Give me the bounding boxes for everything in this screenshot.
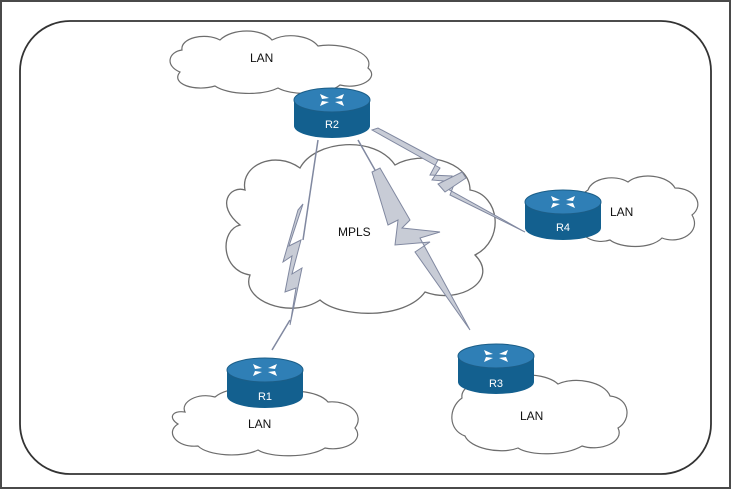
link-r2-r3 [357, 139, 471, 331]
lan-label-r4: LAN [610, 205, 633, 219]
lan-cloud-r2 [169, 30, 373, 95]
router-label-r1: R1 [258, 391, 272, 403]
link-r2-r4 [370, 127, 526, 233]
router-label-r4: R4 [556, 222, 570, 234]
router-r2: R2 [293, 87, 371, 138]
router-r1: R1 [226, 357, 304, 408]
link-r2-r1 [271, 139, 319, 351]
lan-label-r2: LAN [250, 51, 273, 65]
lan-label-r3: LAN [520, 409, 543, 423]
router-label-r2: R2 [325, 119, 339, 131]
mpls-label: MPLS [338, 225, 371, 239]
router-label-r3: R3 [489, 378, 503, 390]
router-r4: R4 [524, 189, 602, 240]
router-r3: R3 [457, 343, 535, 394]
lan-label-r1: LAN [248, 417, 271, 431]
